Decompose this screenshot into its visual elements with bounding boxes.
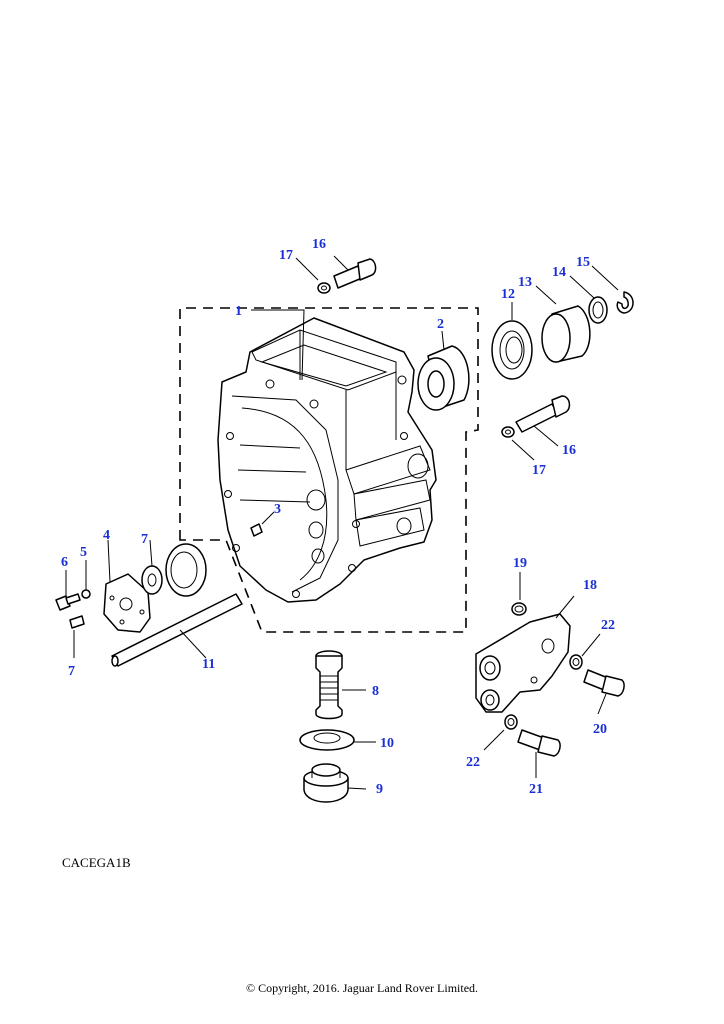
pickup-tube bbox=[111, 593, 243, 667]
callout-11: 11 bbox=[202, 657, 215, 672]
callout-20: 20 bbox=[593, 722, 607, 737]
washer-lower-bracket bbox=[504, 714, 518, 730]
callout-17-upper: 17 bbox=[279, 248, 293, 263]
callout-16-upper: 16 bbox=[312, 237, 326, 252]
sealing-washer bbox=[299, 729, 355, 751]
callout-8: 8 bbox=[372, 684, 379, 699]
callout-16-right: 16 bbox=[562, 443, 576, 458]
bracket-bolt-upper bbox=[583, 669, 625, 697]
callout-10: 10 bbox=[380, 736, 394, 751]
callout-3: 3 bbox=[274, 502, 281, 517]
callout-2: 2 bbox=[437, 317, 444, 332]
callout-6: 6 bbox=[61, 555, 68, 570]
pump-housing bbox=[103, 573, 151, 633]
circlip bbox=[616, 291, 634, 314]
dowel bbox=[250, 523, 263, 537]
housing-group-boundary bbox=[179, 307, 479, 633]
pump-washer bbox=[81, 589, 91, 599]
washer-upper bbox=[317, 282, 331, 294]
copyright-notice: © Copyright, 2016. Jaguar Land Rover Lim… bbox=[245, 981, 479, 995]
callout-18: 18 bbox=[583, 578, 597, 593]
callout-1: 1 bbox=[235, 304, 242, 319]
callout-19: 19 bbox=[513, 556, 527, 571]
oil-seal bbox=[417, 345, 470, 411]
washer-right bbox=[501, 426, 515, 438]
callout-22-upper: 22 bbox=[601, 618, 615, 633]
plate-code: CACEGA1B bbox=[62, 855, 131, 870]
callout-7-key: 7 bbox=[68, 664, 75, 679]
bracket-bolt-lower bbox=[517, 729, 561, 757]
output-seal bbox=[491, 320, 533, 380]
callout-15: 15 bbox=[576, 255, 590, 270]
callout-14: 14 bbox=[552, 265, 566, 280]
leader-lines bbox=[65, 255, 619, 790]
cooler-bracket bbox=[475, 613, 571, 713]
washer-upper-bracket bbox=[569, 654, 583, 670]
callout-5: 5 bbox=[80, 545, 87, 560]
callout-13: 13 bbox=[518, 275, 532, 290]
callout-17-right: 17 bbox=[532, 463, 546, 478]
transfer-housing bbox=[217, 317, 437, 603]
callout-21: 21 bbox=[529, 782, 543, 797]
ring-gear bbox=[165, 543, 207, 597]
pump-bolt bbox=[55, 593, 81, 611]
oil-filter bbox=[315, 650, 343, 720]
callout-12: 12 bbox=[501, 287, 515, 302]
pump-gear bbox=[141, 565, 163, 595]
callout-4: 4 bbox=[103, 528, 110, 543]
callout-9: 9 bbox=[376, 782, 383, 797]
callout-22-lower: 22 bbox=[466, 755, 480, 770]
drive-key bbox=[69, 615, 85, 629]
callout-7-gear: 7 bbox=[141, 532, 148, 547]
bolt-right bbox=[515, 395, 571, 433]
o-ring bbox=[588, 296, 608, 324]
callout-labels: 1 2 3 4 5 6 7 7 8 9 10 11 12 13 14 15 16… bbox=[61, 237, 615, 797]
bracket-o-ring bbox=[511, 602, 527, 616]
bolt-upper bbox=[333, 258, 377, 289]
sleeve bbox=[541, 305, 591, 363]
drain-plug bbox=[303, 763, 349, 803]
